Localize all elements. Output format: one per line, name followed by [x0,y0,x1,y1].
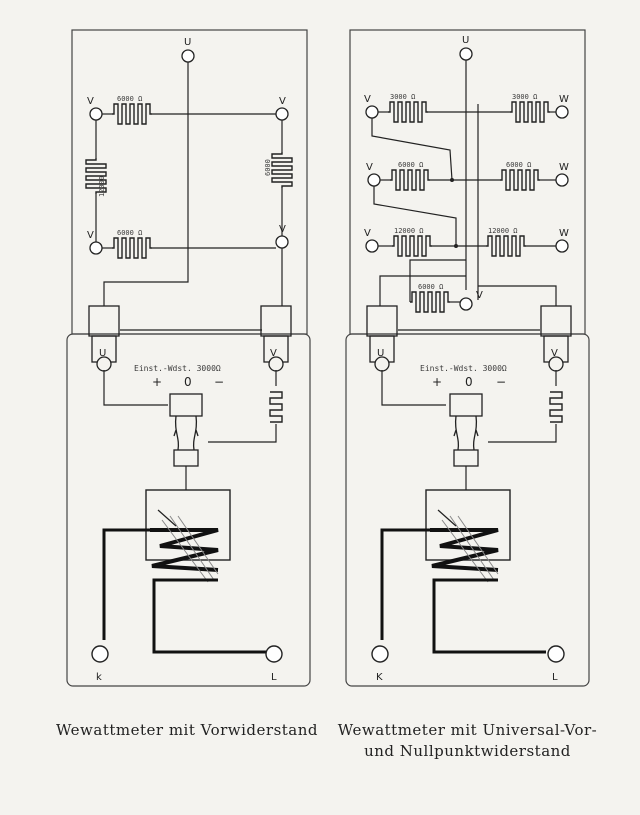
resistor-row1-left [387,101,429,123]
meter-label: Einst.-Wdst. 3000Ω [134,364,221,373]
meter-plus-right: + [432,375,442,389]
resistor-row2-left-label: 6000 Ω [398,161,423,169]
right-diagram: U V 3000 Ω 3000 Ω W V 6000 Ω 6000 Ω W V … [345,29,590,687]
meter-zero-right: 0 [465,375,473,389]
terminal-v-row3-label: V [364,228,371,239]
resistor-row2-right [499,169,541,191]
terminal-w-row1 [555,105,569,119]
plug-v [260,305,292,372]
terminal-v-bottom-left-label: V [87,230,94,241]
terminal-l-right-label: L [552,672,558,683]
plug-u-right [366,305,398,372]
terminal-k-right-label: K [376,672,383,683]
terminal-v-low [459,297,473,311]
terminal-v-row3 [365,239,379,253]
meter-label-right: Einst.-Wdst. 3000Ω [420,364,507,373]
caption-right: Wewattmeter mit Universal-Vor- und Nullp… [337,721,598,760]
resistor-low [409,291,451,313]
meter-movement [144,488,232,584]
resistor-right-label: 6000 [264,159,272,176]
left-diagram: U V 6000 Ω V 12000 6000 V 6000 Ω V [66,29,311,687]
resistor-left-label: 12000 [98,176,106,197]
plug-v-right-label: V [551,348,558,359]
resistor-row1-left-label: 3000 Ω [390,93,415,101]
terminal-k [91,645,109,663]
resistor-low-label: 6000 Ω [418,283,443,291]
meter-minus-right: − [496,375,506,389]
terminal-u-top-right [459,47,473,61]
series-coil-right [549,391,563,423]
terminal-l [265,645,283,663]
resistor-row3-left-label: 12000 Ω [394,227,424,235]
resistor-row1-right [509,101,551,123]
meter-movement-right [424,488,512,584]
resistor-row2-right-label: 6000 Ω [506,161,531,169]
terminal-v-row1 [365,105,379,119]
plug-v-right [540,305,572,372]
meter-minus: − [214,375,224,389]
meter-zero: 0 [184,375,192,389]
plug-u-label: U [99,348,106,359]
caption-left: Wewattmeter mit Vorwiderstand [55,721,319,739]
terminal-v-row2 [367,173,381,187]
meter-switch-right [449,393,483,467]
terminal-u-top-label: U [184,37,191,48]
resistor-row3-left [391,235,433,257]
resistor-bottom-label: 6000 Ω [117,229,142,237]
terminal-k-label: k [96,672,102,683]
meter-plus: + [152,375,162,389]
plug-u [88,305,120,372]
terminal-v-top-right-label: V [279,96,286,107]
terminal-v-bottom-left [89,241,103,255]
resistor-top [111,103,153,125]
terminal-l-right [547,645,565,663]
resistor-row2-left [389,169,431,191]
terminal-u-top-right-label: U [462,35,469,46]
resistor-row1-right-label: 3000 Ω [512,93,537,101]
plug-v-label: V [270,348,277,359]
terminal-w-row3 [555,239,569,253]
terminal-v-top-right [275,107,289,121]
terminal-w-row2-label: W [559,162,569,173]
series-coil [269,391,283,423]
terminal-v-low-label: V [476,290,483,301]
resistor-right [271,151,293,189]
terminal-v-bottom-right [275,235,289,249]
terminal-v-bottom-right-label: V [279,224,286,235]
terminal-v-row2-label: V [366,162,373,173]
terminal-w-row3-label: W [559,228,569,239]
terminal-v-row1-label: V [364,94,371,105]
resistor-row3-right [485,235,527,257]
terminal-v-top-left [89,107,103,121]
terminal-w-row1-label: W [559,94,569,105]
plug-u-right-label: U [377,348,384,359]
terminal-l-label: L [271,672,277,683]
resistor-row3-right-label: 12000 Ω [488,227,518,235]
resistor-top-label: 6000 Ω [117,95,142,103]
meter-switch [169,393,203,467]
terminal-k-right [371,645,389,663]
terminal-v-top-left-label: V [87,96,94,107]
terminal-w-row2 [555,173,569,187]
terminal-u-top [181,49,195,63]
resistor-bottom [111,237,153,259]
